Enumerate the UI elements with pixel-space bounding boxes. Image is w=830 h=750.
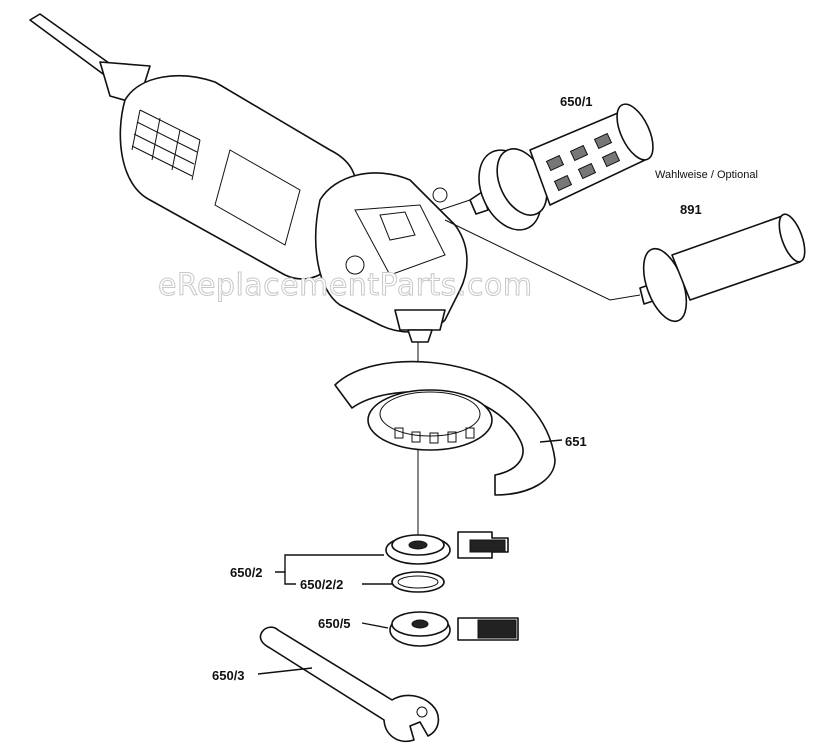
- wheel-guard-651: [334, 360, 556, 496]
- leader-651: [539, 439, 563, 443]
- spanner-wrench-650-3: [259, 626, 440, 742]
- label-891: 891: [680, 202, 702, 217]
- label-650-5: 650/5: [318, 616, 351, 631]
- clamping-nut-650-5: [389, 611, 451, 647]
- leader-to-handle-891: [444, 219, 641, 301]
- label-650-1: 650/1: [560, 94, 593, 109]
- label-650-2-2: 650/2/2: [300, 577, 343, 592]
- side-handle-650-1: [469, 103, 654, 231]
- flange-650-2-profile: [457, 531, 509, 559]
- bracket-650-2-2: [284, 572, 296, 585]
- label-650-2: 650/2: [230, 565, 263, 580]
- vent-grille: [131, 109, 201, 181]
- leader-650-3: [257, 667, 313, 675]
- guard-clamp-slots: [394, 427, 475, 444]
- grip-texture: [545, 132, 621, 192]
- leader-650-5: [361, 622, 389, 629]
- watermark: eReplacementParts.com: [158, 268, 533, 303]
- side-handle-891: [639, 213, 806, 323]
- o-ring-650-2-2: [391, 571, 445, 593]
- angle-grinder-body: [29, 13, 468, 343]
- bracket-650-2: [275, 554, 384, 573]
- flange-650-2: [385, 534, 451, 565]
- leader-to-handle-650-1: [439, 199, 471, 211]
- clamping-nut-650-5-profile: [457, 617, 519, 641]
- label-651: 651: [565, 434, 587, 449]
- optional-note: Wahlweise / Optional: [655, 169, 758, 181]
- label-650-3: 650/3: [212, 668, 245, 683]
